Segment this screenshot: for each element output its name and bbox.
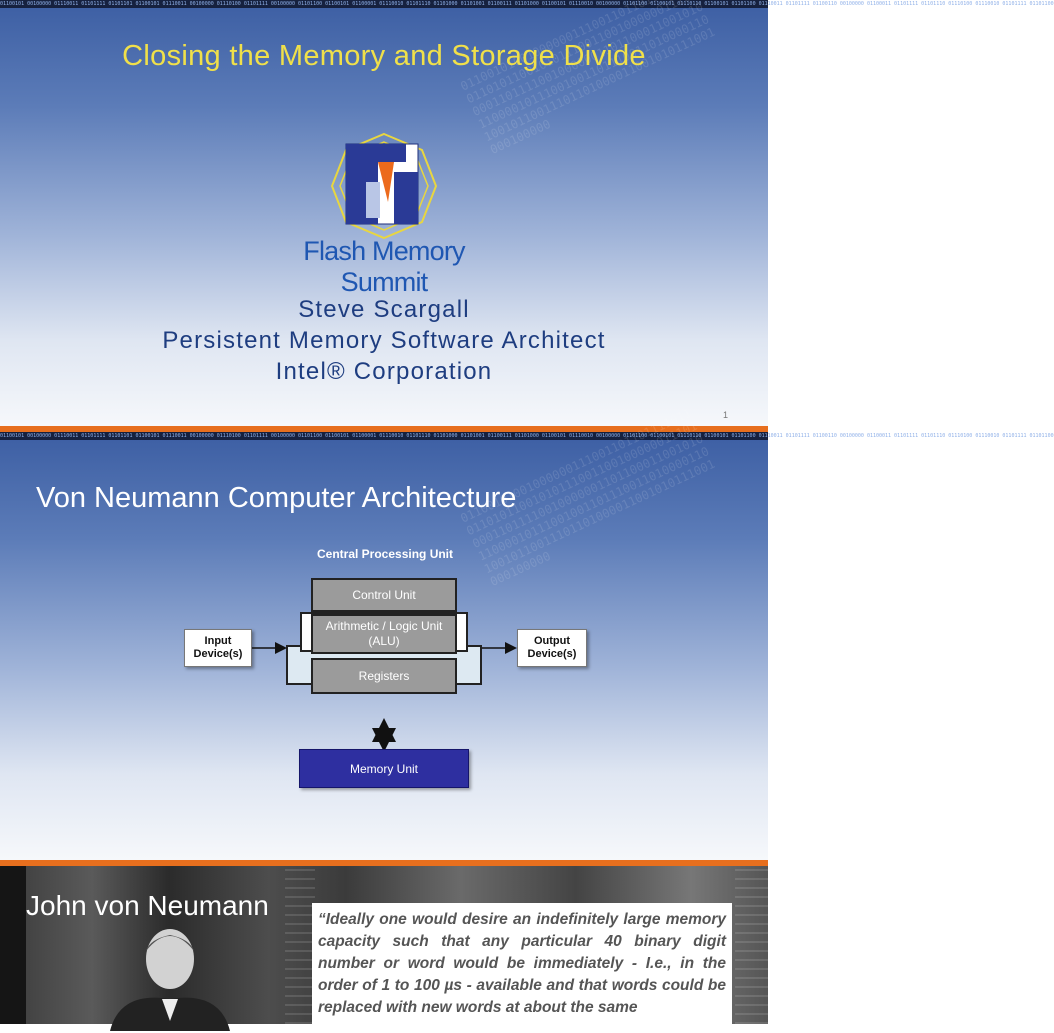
input-device: Input Device(s) — [184, 629, 252, 667]
slide-divider — [0, 426, 768, 432]
slide-divider — [0, 860, 768, 866]
diagram-arrows — [252, 642, 517, 752]
slide-title: John von Neumann — [26, 890, 269, 921]
cpu-label: Central Processing Unit — [316, 547, 454, 561]
output-device: Output Device(s) — [517, 629, 587, 667]
slide-title: Von Neumann Computer Architecture — [36, 482, 517, 514]
title-slide: 01100101 00100000 01110011 01101111 0110… — [0, 0, 1054, 426]
alu-unit: Arithmetic / Logic Unit (ALU) — [311, 614, 457, 654]
page-number: 1 — [722, 410, 728, 420]
memory-unit: Memory Unit — [299, 749, 469, 788]
john-von-neumann-slide: John von Neumann “Ideally one would desi… — [0, 866, 768, 1033]
architecture-slide: 01100101 00100000 01110011 01101111 0110… — [0, 406, 1054, 860]
rack-edge — [0, 866, 26, 1024]
binary-strip: 01100101 00100000 01110011 01101111 0110… — [0, 432, 1054, 440]
rack-panel — [735, 866, 768, 1024]
presenter-name: Steve Scargall — [298, 296, 470, 323]
binary-strip: 01100101 00100000 01110011 01101111 0110… — [0, 0, 1054, 8]
registers-unit: Registers — [311, 658, 457, 694]
presenter-role: Persistent Memory Software Architect — [162, 327, 606, 354]
fms-logo-icon — [330, 132, 438, 240]
presenter-company: Intel® Corporation — [275, 358, 493, 385]
slide-title: Closing the Memory and Storage Divide — [122, 40, 646, 72]
portrait-icon — [110, 929, 230, 1031]
logo-wordmark: Flash Memory Summit — [303, 236, 465, 297]
rack-panel — [285, 866, 315, 1024]
control-unit: Control Unit — [311, 578, 457, 612]
quote-box: “Ideally one would desire an indefinitel… — [312, 903, 732, 1033]
